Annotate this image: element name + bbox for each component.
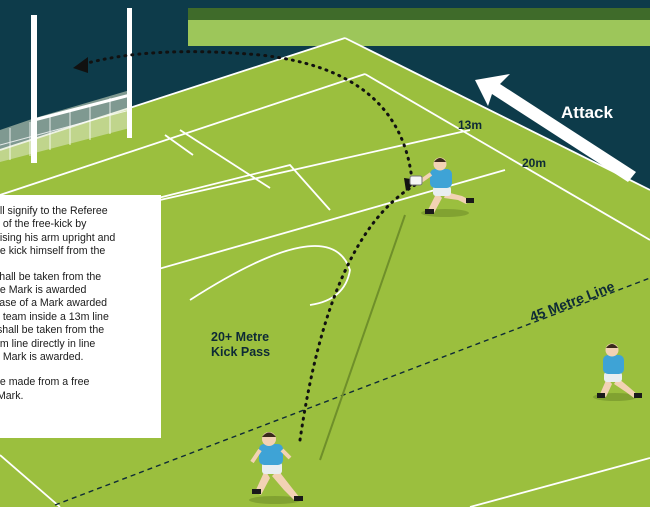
rules-paragraph-1: all signify to the Referee g of the free…: [0, 205, 155, 259]
header-band-dark: [188, 8, 650, 20]
kick-pass-label-line2: Kick Pass: [211, 345, 270, 359]
left-post: [31, 15, 37, 163]
kick-pass-label-line1: 20+ Metre: [211, 330, 269, 344]
label-13m: 13m: [458, 118, 482, 132]
header-band-light: [188, 20, 650, 46]
attack-label: Attack: [561, 103, 614, 122]
rules-paragraph-3: be made from a free Mark.: [0, 376, 155, 403]
rules-text-panel: all signify to the Referee g of the free…: [0, 195, 161, 438]
right-post: [127, 8, 132, 138]
label-20m: 20m: [522, 156, 546, 170]
rules-paragraph-2: shall be taken from the he Mark is award…: [0, 271, 155, 365]
